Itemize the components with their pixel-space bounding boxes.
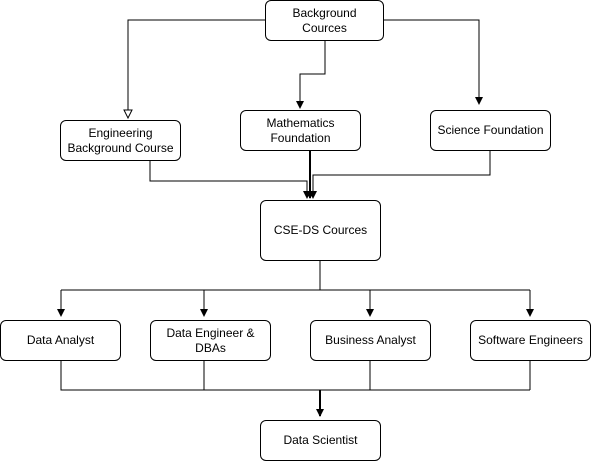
edge-background-to-engineering [128, 19, 265, 118]
edge-roles-bus [60, 360, 531, 391]
node-data-scientist[interactable]: Data Scientist [260, 420, 381, 461]
node-engineering-background-course[interactable]: Engineering Background Course [60, 120, 181, 161]
node-science-foundation[interactable]: Science Foundation [430, 110, 551, 151]
node-data-engineer-dbas[interactable]: Data Engineer & DBAs [150, 320, 271, 361]
node-cse-ds-cources[interactable]: CSE-DS Cources [260, 200, 381, 261]
edge-engineering-to-cseds [149, 161, 311, 199]
node-software-engineers[interactable]: Software Engineers [470, 320, 591, 361]
edge-cseds-bus [61, 261, 530, 291]
edge-background-to-science [384, 19, 483, 105]
node-business-analyst[interactable]: Business Analyst [310, 320, 431, 361]
edge-science-to-cseds [309, 151, 491, 199]
node-background-cources[interactable]: Background Cources [265, 0, 384, 41]
node-mathematics-foundation[interactable]: Mathematics Foundation [240, 110, 361, 151]
edge-background-to-mathematics [296, 40, 326, 109]
node-data-analyst[interactable]: Data Analyst [0, 320, 121, 361]
